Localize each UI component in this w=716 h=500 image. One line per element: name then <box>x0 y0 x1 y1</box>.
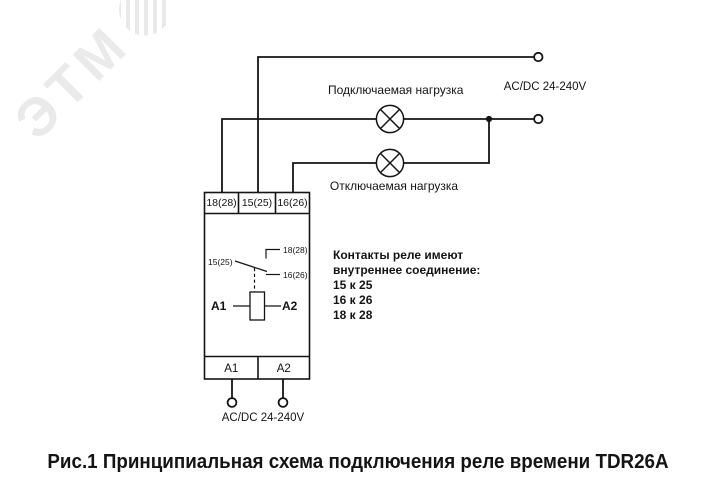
supply-terminal-mid-icon <box>533 113 544 125</box>
wire-supply-bottom <box>226 379 289 408</box>
note-item-15-25: 15 к 25 <box>333 278 373 292</box>
terminal-16-26: 16(26) <box>277 197 308 209</box>
note-item-18-28: 18 к 28 <box>333 308 373 322</box>
supply-terminal-a2-icon <box>277 397 289 408</box>
coil-a2-label: A2 <box>282 299 298 313</box>
supply-voltage-bottom-label: AC/DC 24-240V <box>221 412 305 424</box>
terminal-15-25: 15(25) <box>241 197 273 209</box>
lamp-disconnected-load-icon <box>375 148 405 178</box>
supply-terminal-a1-icon <box>226 397 238 408</box>
contact-no-label: 18(28) <box>283 244 308 255</box>
supply-terminal-top-icon <box>533 51 544 63</box>
relay-contacts-note: Контакты реле имеют внутреннее соединени… <box>333 248 480 323</box>
note-item-16-26: 16 к 26 <box>333 293 373 307</box>
terminal-a1: A1 <box>224 363 239 375</box>
terminal-a2: A2 <box>276 363 291 375</box>
figure-caption: Рис.1 Принципиальная схема подключения р… <box>47 451 669 473</box>
note-line-2: внутреннее соединение: <box>333 263 481 277</box>
supply-voltage-top-label: AC/DC 24-240V <box>503 81 587 93</box>
contact-common-label: 15(25) <box>208 257 233 267</box>
relay-module-outline <box>203 191 311 380</box>
relay-contact-symbol <box>234 248 280 292</box>
coil-a1-label: A1 <box>211 299 227 313</box>
wire-supply-top <box>257 56 534 192</box>
relay-coil-symbol <box>233 291 281 321</box>
terminal-18-28: 18(28) <box>206 197 237 209</box>
disconnected-load-label: Отключаемая нагрузка <box>329 179 459 193</box>
contact-nc-label: 16(26) <box>283 270 308 280</box>
note-line-1: Контакты реле имеют <box>333 248 464 262</box>
lamp-connected-load-icon <box>375 104 405 134</box>
junction-dot <box>485 115 493 123</box>
wire-disconnected-load <box>292 119 490 192</box>
connected-load-label: Подключаемая нагрузка <box>328 83 464 97</box>
wire-connected-load <box>221 118 534 192</box>
